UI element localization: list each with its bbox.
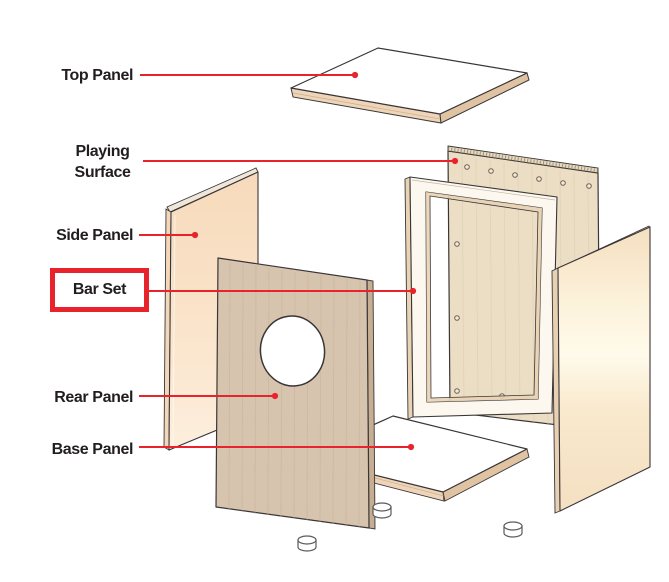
label-bar-set-highlight-box: Bar Set [50,268,149,312]
label-playing-surface: Playing Surface [40,141,165,183]
leader-lines [139,71,459,451]
top-panel-drawing [290,47,530,124]
leader-line-rear-panel [139,392,279,400]
label-rear-panel: Rear Panel [54,389,133,406]
rubber-foot [503,521,523,538]
rubber-foot [297,535,317,552]
leader-line-side-panel [139,231,199,239]
leader-line-bar-set [149,287,417,295]
wood-grain [228,261,361,528]
side-panel-right-drawing [551,225,651,514]
feet-drawing [297,502,523,552]
sound-hole [259,315,326,387]
label-playing-surface-line2: Surface [74,164,131,181]
bar-set-frame-drawing [404,176,558,420]
label-top-panel: Top Panel [61,67,133,84]
label-bar-set: Bar Set [72,281,127,298]
leader-line-top-panel [140,71,359,79]
label-side-panel: Side Panel [56,227,133,244]
label-playing-surface-line1: Playing [75,143,130,160]
rubber-foot [372,502,392,519]
rear-panel-drawing [215,257,376,530]
leader-line-playing-surface [143,157,459,165]
label-base-panel: Base Panel [51,441,134,458]
leader-line-base-panel [139,443,415,451]
